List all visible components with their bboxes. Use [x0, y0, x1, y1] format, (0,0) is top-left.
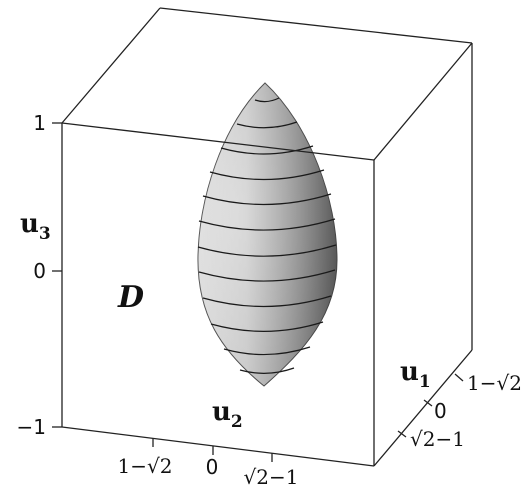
u3-tick-label: 0: [33, 259, 46, 283]
region-label: D: [117, 280, 144, 315]
surface-contour: [254, 97, 280, 103]
u2-tick-label: 1−√2: [118, 454, 173, 478]
u3-tick-label: 1: [33, 111, 46, 135]
surface-highlight: [198, 83, 337, 386]
u1-axis-label: u1: [400, 357, 431, 392]
surface-contour: [220, 145, 314, 155]
surface-contour: [197, 244, 337, 257]
u1-tick-mark: [423, 399, 433, 407]
u2-ticks: [152, 438, 273, 462]
surface-contour: [202, 295, 332, 308]
box-edge: [373, 42, 473, 161]
surface-contour: [223, 346, 311, 356]
box-edge: [373, 349, 473, 467]
u1-tick-label: 1−√2: [467, 371, 522, 395]
u3-axis-label: u3: [20, 209, 51, 244]
surface-contours: [197, 97, 337, 374]
surface-contour: [198, 269, 336, 282]
u2-axis-name: u: [212, 397, 231, 427]
u3-axis-name: u: [20, 209, 39, 239]
box-edge: [61, 7, 161, 124]
surface-contour: [209, 169, 325, 181]
surface-contour: [210, 321, 324, 332]
u1-tick-label: 0: [434, 399, 447, 423]
box-front-edges: [61, 43, 473, 467]
u1-ticks: [397, 373, 464, 438]
box-edge: [61, 426, 375, 467]
u1-tick-mark: [397, 430, 407, 438]
u1-axis-name: u: [400, 357, 419, 387]
surface-contour: [198, 218, 336, 231]
u2-axis-sub: 2: [231, 412, 243, 432]
u2-axis-label: u2: [212, 397, 243, 432]
surface-contour: [202, 193, 332, 206]
box-edge: [61, 122, 375, 161]
surface-contour: [239, 367, 295, 374]
u1-tick-mark: [454, 373, 464, 382]
u3-axis-sub: 3: [39, 224, 51, 244]
surface-contour: [236, 121, 298, 129]
u2-tick-label: 0: [206, 455, 219, 479]
u1-axis-sub: 1: [419, 372, 431, 392]
box-back-edges: [61, 7, 473, 161]
u3-tick-label: −1: [17, 415, 46, 439]
box-edge: [159, 7, 473, 44]
u3-ticks: [52, 122, 62, 428]
spindle-surface: [197, 82, 338, 387]
u2-tick-label: √2−1: [244, 465, 299, 489]
u1-tick-label: √2−1: [410, 427, 465, 451]
